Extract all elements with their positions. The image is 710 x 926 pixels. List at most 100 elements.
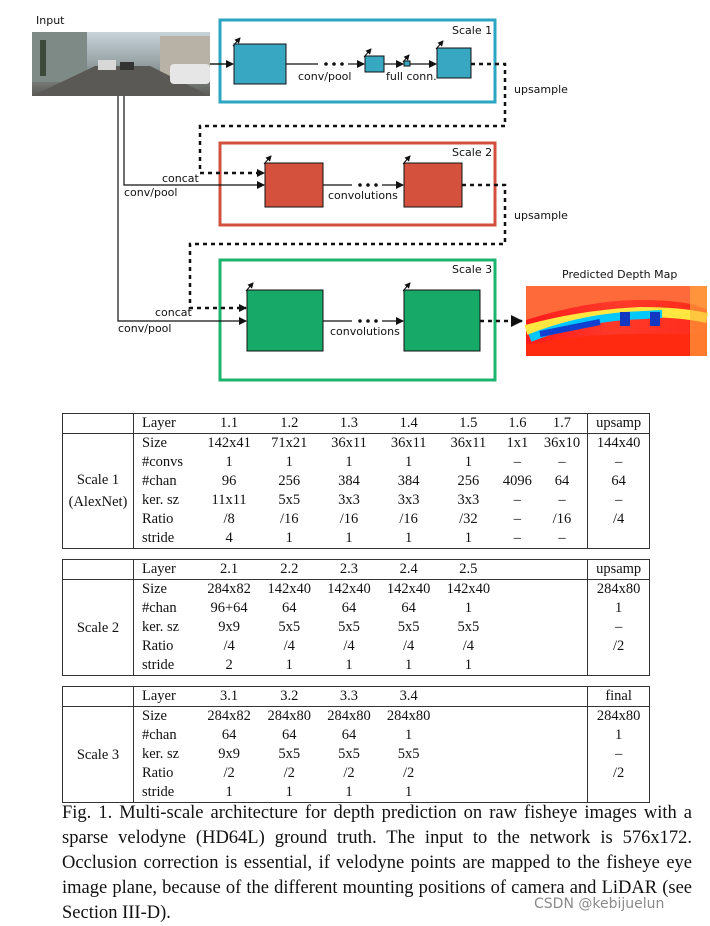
scale3-block-last <box>403 289 481 352</box>
input-image <box>32 32 210 96</box>
table-cell <box>537 618 588 637</box>
table-cell: 284x80 <box>327 708 371 724</box>
scale1-fc-block <box>403 60 411 67</box>
table-cell: 1 <box>587 599 649 618</box>
table-cell: – <box>513 511 522 527</box>
table-cell: – <box>587 453 649 472</box>
column-header: 2.4 <box>399 561 418 577</box>
row-label: ker. sz <box>142 746 180 762</box>
table-cell: – <box>558 492 566 508</box>
table-cell: 36x11 <box>331 435 367 451</box>
scale3-label: Scale 3 <box>452 263 492 276</box>
table-cell: 384 <box>397 473 420 489</box>
table-cell: 96 <box>221 473 237 489</box>
table-cell: 284x80 <box>267 708 312 724</box>
output-label: Predicted Depth Map <box>562 268 677 281</box>
scale-name: Scale 3 <box>76 746 120 763</box>
row-label: Size <box>142 581 167 597</box>
table-cell: 64 <box>221 727 237 743</box>
table-cell <box>537 580 588 599</box>
table-cell: 5x5 <box>397 619 420 635</box>
table-cell: 1 <box>405 784 413 800</box>
table-cell: /2 <box>403 765 415 781</box>
table-cell: 36x11 <box>390 435 427 451</box>
table-cell: 64 <box>401 600 416 616</box>
row-label: ker. sz <box>142 492 180 508</box>
table-cell: /4 <box>462 638 474 654</box>
convolutions-label-scale3: convolutions <box>330 325 400 338</box>
table-cell: 71x21 <box>271 435 308 451</box>
table-cell: /32 <box>459 511 478 527</box>
table-cell: 64 <box>282 727 297 743</box>
table-cell: 1 <box>225 784 233 800</box>
convpool-label-scale3: conv/pool <box>118 322 171 335</box>
table-cell <box>439 783 499 802</box>
table-cell: 1 <box>285 454 293 470</box>
scale-subname: (AlexNet) <box>68 494 128 510</box>
table-cell: /2 <box>223 765 235 781</box>
table-cell <box>537 764 588 783</box>
table-cell: 284x80 <box>587 707 649 726</box>
table-cell: 3x3 <box>397 492 420 508</box>
scale3-box <box>218 258 497 382</box>
table-cell <box>439 707 499 726</box>
column-header: 1.6 <box>508 415 527 431</box>
column-header <box>537 560 588 579</box>
convpool-label-scale1: conv/pool <box>298 70 351 83</box>
column-header: upsamp <box>587 560 649 579</box>
scale1-box <box>218 18 497 104</box>
table-cell: – <box>558 530 566 546</box>
table-cell: /4 <box>587 510 649 529</box>
table-cell <box>587 529 649 548</box>
table-cell: 96+64 <box>210 600 248 616</box>
table-cell: 284x82 <box>207 581 251 597</box>
table-cell: /4 <box>223 638 235 654</box>
table-cell: 64 <box>554 473 570 489</box>
row-label: Size <box>142 708 167 724</box>
table-cell <box>537 745 588 764</box>
row-label: stride <box>142 530 175 546</box>
scale1-label: Scale 1 <box>452 24 492 37</box>
table-cell: – <box>587 618 649 637</box>
table-cell: 1 <box>225 454 233 470</box>
header-label: Layer <box>142 561 176 577</box>
table-cell: 284x80 <box>587 580 649 599</box>
convolutions-label-scale2: convolutions <box>328 189 398 202</box>
convpool-label-scale2: conv/pool <box>124 186 177 199</box>
table-cell: 144x40 <box>587 434 649 453</box>
table-cell: 64 <box>341 600 357 616</box>
table-cell <box>498 726 536 745</box>
column-header: 1.2 <box>280 415 299 431</box>
column-header: 1.4 <box>399 415 418 431</box>
upsample-label-1: upsample <box>514 83 568 96</box>
column-header: final <box>587 687 649 706</box>
table-cell: /16 <box>280 511 299 527</box>
column-header <box>537 687 588 706</box>
table-cell: 2 <box>225 657 233 673</box>
table-cell: 142x40 <box>327 581 371 597</box>
column-header <box>439 687 499 706</box>
row-label: Ratio <box>142 765 174 781</box>
table-cell: 5x5 <box>278 492 301 508</box>
table-cell <box>537 726 588 745</box>
table-cell: – <box>513 530 522 546</box>
column-header: 1.3 <box>339 415 359 431</box>
table-cell: 1 <box>587 726 649 745</box>
row-label: #convs <box>142 454 184 470</box>
scale2-label: Scale 2 <box>452 146 492 159</box>
table-cell <box>498 599 536 618</box>
table-cell <box>498 764 536 783</box>
column-header: 3.3 <box>339 688 359 704</box>
table-cell: 4096 <box>502 473 532 489</box>
table-cell: – <box>558 454 566 470</box>
row-label: #chan <box>142 600 177 616</box>
table-cell: /2 <box>343 765 355 781</box>
table-cell: 384 <box>338 473 360 489</box>
table-cell <box>587 656 649 675</box>
table-cell: – <box>587 491 649 510</box>
column-header: 2.2 <box>280 561 299 577</box>
table-cell: – <box>587 745 649 764</box>
